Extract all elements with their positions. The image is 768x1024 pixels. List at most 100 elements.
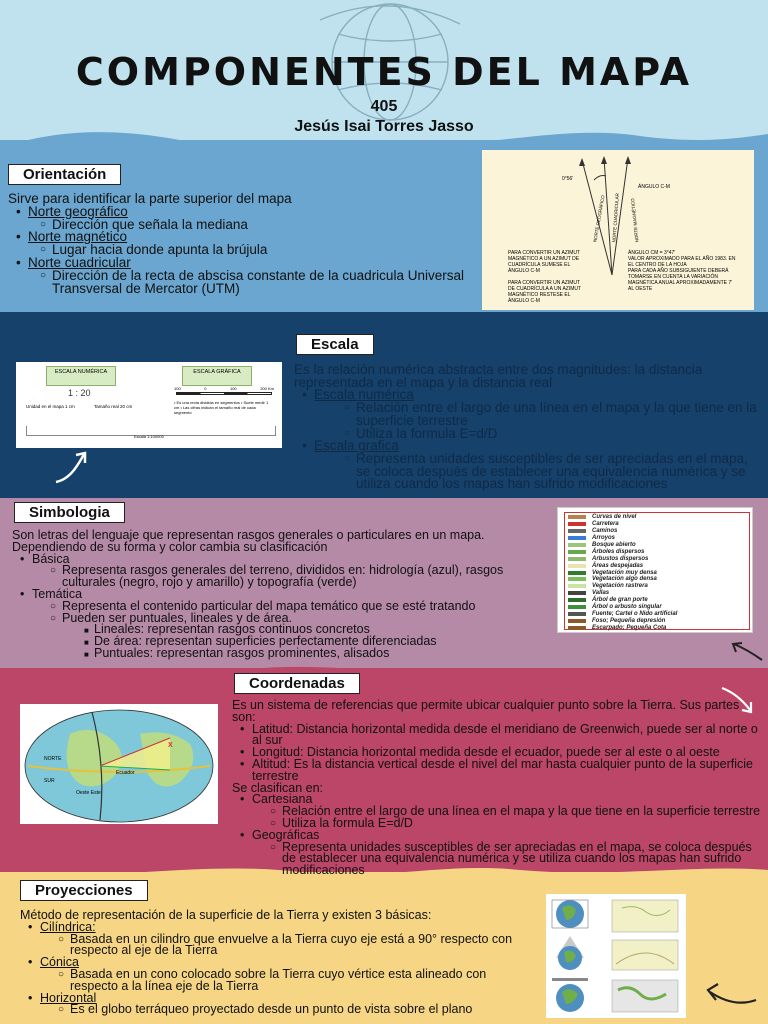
list-item: Lugar hacia donde apunta la brújula — [28, 243, 468, 257]
list-item: Cartesiana Relación entre el largo de un… — [232, 793, 766, 829]
escala-diagram: ESCALA NUMÉRICA ESCALA GRÁFICA 1 : 20 Un… — [16, 362, 282, 448]
legend-item: Arbustos dispersos — [568, 555, 748, 562]
list-item: Pueden ser puntuales, lineales y de área… — [32, 611, 540, 660]
point-marker: X — [168, 742, 173, 749]
legend-label: Arbustos dispersos — [592, 555, 649, 562]
list-item: Norte cuadricular Dirección de la recta … — [8, 256, 468, 296]
angle-label: ÁNGULO C-M — [638, 184, 670, 190]
list-item: Representa unidades susceptibles de ser … — [252, 840, 766, 877]
legend-label: Árbol o arbusto singular — [592, 604, 662, 611]
legend-label: Foso; Pequeña depresión — [592, 617, 666, 624]
legend-label: Vegetación muy densa — [592, 569, 657, 576]
left-b: Tamaño real 20 cm — [94, 404, 133, 409]
legend-swatch-icon — [568, 570, 586, 575]
box-grafica: ESCALA GRÁFICA — [182, 366, 252, 386]
legend-swatch-icon — [568, 605, 586, 610]
legend-swatch-icon — [568, 536, 586, 541]
list-item: Basada en un cilindro que envuelve a la … — [40, 932, 520, 958]
legend-label: Caminos — [592, 528, 618, 535]
legend-swatch-icon — [568, 611, 586, 616]
simbologia-list: Básica Representa rasgos generales del t… — [12, 552, 540, 660]
note-right: ÁNGULO CM = 3°47' VALOR APROXIMADO PARA … — [628, 250, 736, 292]
ecuador-label: Ecuador — [116, 770, 135, 776]
orientacion-label: Orientación — [8, 164, 122, 185]
author-name: Jesús Isai Torres Jasso — [294, 118, 474, 135]
list-item: Lineales: representan rasgos continuos c… — [62, 623, 540, 637]
clasifican-label: Se clasifican en: — [232, 780, 324, 795]
left-a: Unidad en el mapa 1 cm — [26, 404, 75, 409]
list-item: Básica Representa rasgos generales del t… — [12, 552, 540, 589]
list-item: Cónica Basada en un cono colocado sobre … — [20, 956, 520, 992]
legend-label: Carretera — [592, 521, 619, 528]
list-item: Geográficas Representa unidades suscepti… — [232, 829, 766, 877]
partes-list: Latitud: Distancia horizontal medida des… — [232, 722, 766, 783]
list-item: Altitud: Es la distancia vertical desde … — [232, 758, 766, 783]
scale-bar — [176, 392, 272, 395]
escala-intro: Es la relación numérica abstracta entre … — [294, 362, 703, 390]
legend-item: Caminos — [568, 528, 748, 535]
orientacion-intro: Sirve para identificar la parte superior… — [8, 191, 292, 206]
grafica-bullets: • Es una recta dividida en segmentos • S… — [174, 400, 269, 415]
legend-item: Vegetación rastrera — [568, 583, 748, 590]
legend-swatch-icon — [568, 549, 586, 554]
simbologia-label: Simbologia — [14, 502, 125, 523]
legend-item: Arroyos — [568, 535, 748, 542]
globe-figure: NORTE SUR Ecuador Oeste Este X — [20, 704, 218, 824]
legend-label: Fuente; Cartel o Nido artificial — [592, 610, 678, 617]
legend-item: Vegetación muy densa — [568, 569, 748, 576]
escala-label: Escala — [296, 334, 374, 355]
list-item: Utiliza la formula E=d/D — [314, 426, 764, 441]
list-item: Es el globo terráqueo proyectado desde u… — [40, 1003, 520, 1016]
legend-swatch-icon — [568, 563, 586, 568]
legend-swatch-icon — [568, 529, 586, 534]
list-item: Relación entre el largo de una línea en … — [252, 805, 766, 818]
list-item: Escala numérica Relación entre el largo … — [294, 388, 764, 441]
legend-label: Áreas despejadas — [592, 562, 644, 569]
sur-label: SUR — [44, 778, 55, 784]
projections-svg — [551, 899, 679, 1013]
coordenadas-label: Coordenadas — [234, 673, 360, 694]
legend-swatch-icon — [568, 591, 586, 596]
legend-swatch-icon — [568, 584, 586, 589]
page-title: COMPONENTES DEL MAPA — [75, 50, 693, 94]
legend-label: Árbol de gran porte — [592, 597, 648, 604]
legend-label: Arroyos — [592, 535, 616, 542]
list-item: Representa unidades susceptibles de ser … — [314, 452, 764, 491]
projections-figure — [546, 894, 686, 1018]
legend-item: Árbol o arbusto singular — [568, 604, 748, 611]
legend-label: Vegetación algo densa — [592, 576, 657, 583]
legend-swatch-icon — [568, 543, 586, 547]
legend-swatch-icon — [568, 625, 586, 630]
legend-label: Vallas — [592, 590, 610, 597]
group-number: 405 — [370, 98, 398, 115]
legend-label: Bosque abierto — [592, 542, 636, 548]
globe-svg — [24, 709, 214, 823]
list-item: Horizontal Es el globo terráqueo proyect… — [20, 991, 520, 1017]
legend-item: Árbol de gran porte — [568, 597, 748, 604]
list-item: Representa el contenido particular del m… — [32, 600, 540, 613]
proyecciones-list: Cilíndrica: Basada en un cilindro que en… — [20, 921, 520, 1017]
legend-item: Carretera — [568, 521, 748, 528]
north-diagram-svg — [579, 156, 631, 276]
escala-text: Es la relación numérica abstracta entre … — [294, 362, 764, 491]
legend-item: Foso; Pequeña depresión — [568, 617, 748, 624]
legend-label: Escarpado; Pequeña Cota — [592, 624, 667, 631]
legend-swatch-icon — [568, 522, 586, 527]
legend-swatch-icon — [568, 598, 586, 603]
legend-item: Áreas despejadas — [568, 562, 748, 569]
escala-list: Escala numérica Relación entre el largo … — [294, 388, 764, 491]
note-left-1: PARA CONVERTIR UN AZIMUT MAGNÉTICO A UN … — [508, 250, 580, 274]
note-left-2: PARA CONVERTIR UN AZIMUT DE CUADRÍCULA A… — [508, 280, 581, 304]
coordenadas-intro: Es un sistema de referencias que permite… — [232, 698, 740, 724]
list-item: Cilíndrica: Basada en un cilindro que en… — [20, 921, 520, 958]
list-item: Dirección de la recta de abscisa constan… — [28, 269, 468, 296]
norte-label: NORTE — [44, 756, 62, 762]
list-item: Longitud: Distancia horizontal medida de… — [232, 746, 766, 759]
legend-label: Árboles dispersos — [592, 548, 645, 555]
legend-item: Vallas — [568, 590, 748, 597]
legend-item: Bosque abierto — [568, 542, 748, 549]
legend-swatch-icon — [568, 577, 586, 582]
legend-swatch-icon — [568, 556, 586, 561]
